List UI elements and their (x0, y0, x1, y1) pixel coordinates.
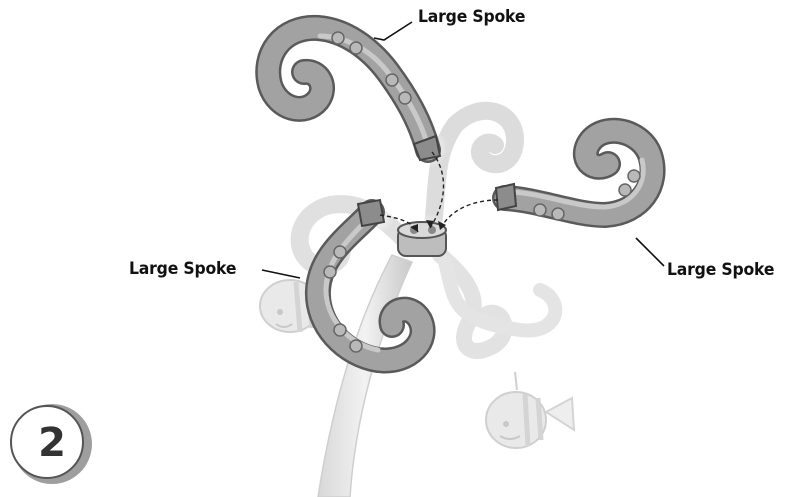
hub (398, 212, 451, 264)
large-spoke-label-left: Large Spoke (129, 259, 236, 279)
leader-left (262, 270, 300, 278)
leader-right (636, 238, 664, 266)
bee-toy-bottom (486, 372, 574, 448)
support-pole (318, 255, 412, 497)
step-number: 2 (27, 419, 77, 467)
large-spoke-label-right: Large Spoke (667, 260, 774, 280)
large-spoke-label-top: Large Spoke (418, 7, 525, 27)
large-spoke-top (268, 28, 448, 168)
leader-lines (262, 22, 664, 278)
leader-top (374, 22, 412, 40)
